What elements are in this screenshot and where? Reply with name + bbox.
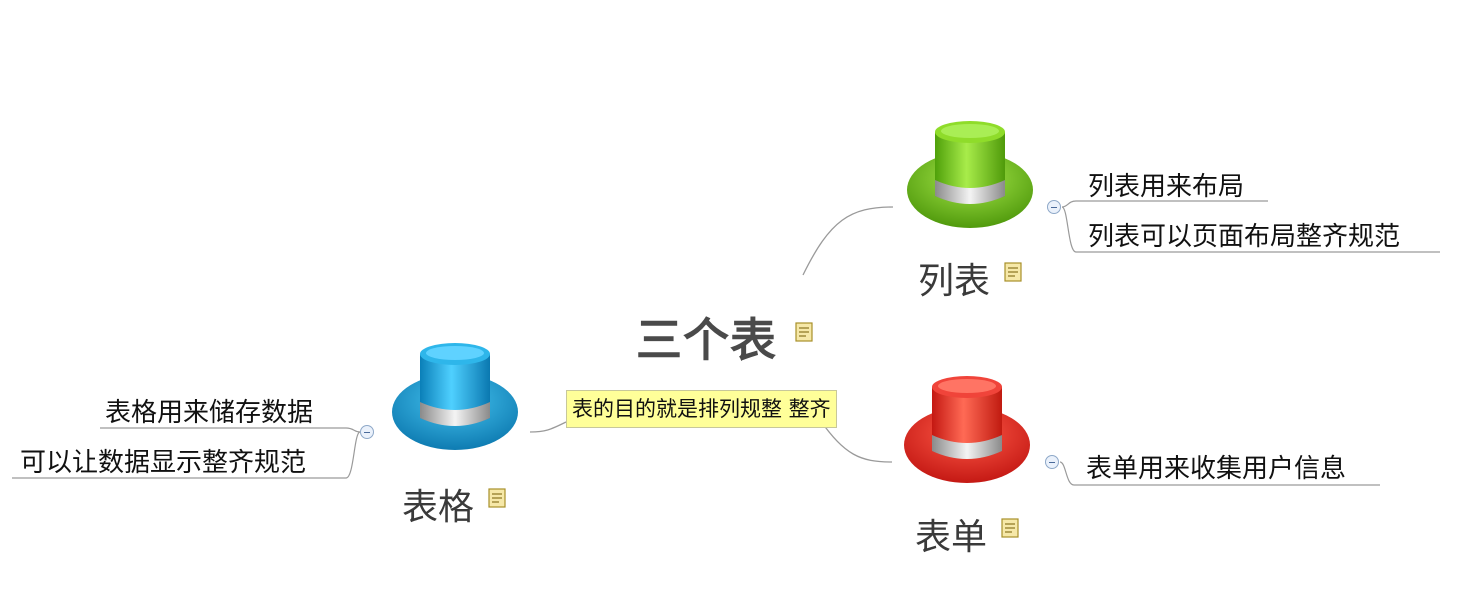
connector-list-leaves <box>1061 200 1440 253</box>
list-leaf-1[interactable]: 列表用来布局 <box>1088 172 1245 202</box>
connector-to-list <box>802 206 894 276</box>
blue-top-hat-icon <box>392 343 518 450</box>
branch-table-label[interactable]: 表格 <box>402 487 475 528</box>
collapse-toggle-icon[interactable] <box>1047 200 1061 214</box>
note-icon[interactable] <box>795 322 813 342</box>
connector-form-leaves <box>1059 461 1380 486</box>
connector-table-leaves <box>12 427 361 479</box>
floating-topic[interactable]: 表的目的就是排列规整 整齐 <box>566 390 837 428</box>
note-icon[interactable] <box>1001 518 1019 538</box>
connector-to-table <box>529 421 567 433</box>
note-icon[interactable] <box>488 488 506 508</box>
central-topic[interactable]: 三个表 <box>636 313 777 367</box>
form-leaf-1[interactable]: 表单用来收集用户信息 <box>1086 454 1347 484</box>
connector-to-form <box>819 419 893 463</box>
note-icon[interactable] <box>1004 262 1022 282</box>
table-leaf-2[interactable]: 可以让数据显示整齐规范 <box>20 448 307 478</box>
list-leaf-2[interactable]: 列表可以页面布局整齐规范 <box>1088 222 1401 252</box>
table-leaf-1[interactable]: 表格用来储存数据 <box>105 398 314 428</box>
branch-list-label[interactable]: 列表 <box>918 261 991 302</box>
red-top-hat-icon <box>904 376 1030 483</box>
green-top-hat-icon <box>907 121 1033 228</box>
collapse-toggle-icon[interactable] <box>360 425 374 439</box>
collapse-toggle-icon[interactable] <box>1045 455 1059 469</box>
branch-form-label[interactable]: 表单 <box>915 517 988 558</box>
